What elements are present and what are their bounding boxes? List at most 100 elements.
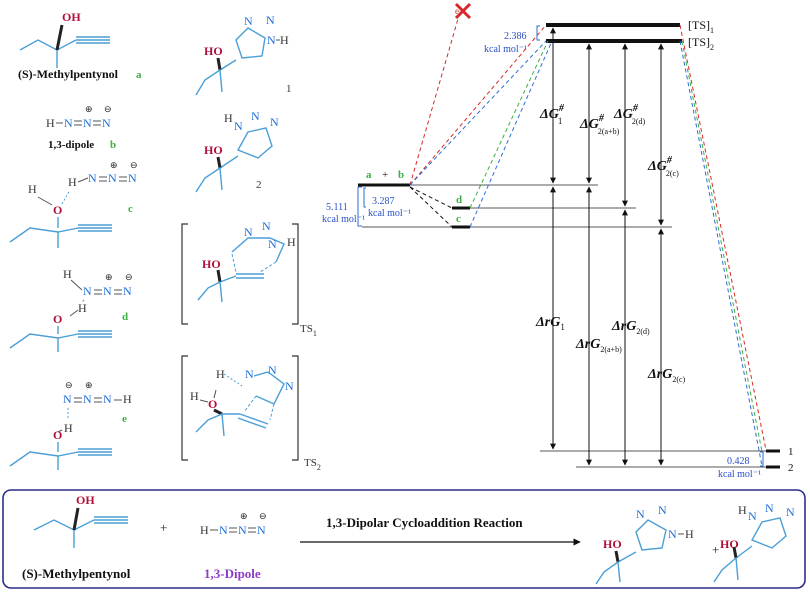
ts1-label: [TS]1 <box>688 18 714 35</box>
svg-text:HO: HO <box>202 257 221 271</box>
value-5111: 5.111 <box>326 202 348 213</box>
svg-text:H: H <box>123 392 132 406</box>
ts2-structure: H N N N H O TS2 <box>181 355 321 472</box>
svg-text:e: e <box>455 6 459 16</box>
molecule-a-tag: a <box>136 69 142 81</box>
ts1-tag: TS1 <box>300 323 317 338</box>
svg-text:+: + <box>160 520 167 535</box>
reactant2-name: 1,3-Dipole <box>204 566 261 581</box>
svg-text:N: N <box>268 363 277 377</box>
svg-text:⊕: ⊕ <box>110 160 118 170</box>
svg-text:N: N <box>257 523 266 537</box>
svg-text:N: N <box>267 33 276 47</box>
svg-text:N: N <box>64 116 73 130</box>
svg-text:N: N <box>103 284 112 298</box>
molecule-b: H N N N ⊕ ⊖ 1,3-dipole b <box>46 104 116 151</box>
ts2-label: [TS]2 <box>688 35 714 52</box>
svg-text:N: N <box>658 503 667 517</box>
svg-text:O: O <box>53 428 62 442</box>
svg-text:⊖: ⊖ <box>65 380 73 390</box>
svg-text:+: + <box>712 542 719 557</box>
blocked-path-x-icon <box>454 2 472 20</box>
svg-text:N: N <box>270 115 279 129</box>
svg-text:N: N <box>63 392 72 406</box>
molecule-a: OH (S)-Methylpentynol a <box>18 10 142 81</box>
svg-text:H: H <box>216 367 225 381</box>
svg-text:HO: HO <box>720 537 739 551</box>
svg-text:H: H <box>685 527 694 541</box>
svg-text:OH: OH <box>76 493 95 507</box>
molecule-c: H O H N N N ⊕ ⊖ c <box>9 160 138 248</box>
svg-text:H: H <box>280 33 289 47</box>
svg-text:N: N <box>128 171 137 185</box>
svg-text:N: N <box>636 507 645 521</box>
svg-text:N: N <box>245 367 254 381</box>
svg-text:N: N <box>244 225 253 239</box>
svg-text:N: N <box>238 523 247 537</box>
svg-text:O: O <box>53 203 62 217</box>
svg-text:H: H <box>190 389 199 403</box>
drG2d-label: ΔrG2(d) <box>611 319 650 336</box>
svg-text:⊖: ⊖ <box>125 272 133 282</box>
reactant1-name: (S)-Methylpentynol <box>22 566 131 581</box>
svg-text:H: H <box>224 111 233 125</box>
svg-text:HO: HO <box>603 537 622 551</box>
svg-text:OH: OH <box>62 10 81 24</box>
svg-text:a: a <box>366 169 372 181</box>
value-3287: 3.287 <box>372 196 395 207</box>
product-1-tag: 1 <box>286 83 292 95</box>
svg-text:1: 1 <box>788 446 794 458</box>
svg-text:H: H <box>68 175 77 189</box>
svg-text:N: N <box>765 501 774 515</box>
molecule-e-tag: e <box>122 413 127 425</box>
molecule-d-tag: d <box>122 311 128 323</box>
svg-text:N: N <box>108 171 117 185</box>
svg-text:N: N <box>219 523 228 537</box>
svg-text:N: N <box>262 219 271 233</box>
reaction-title: 1,3-Dipolar Cycloaddition Reaction <box>326 515 523 530</box>
product-1-structure: N N N H HO 1 <box>195 13 292 96</box>
molecule-d: H N N N ⊕ ⊖ H O d <box>9 267 133 352</box>
svg-text:N: N <box>103 392 112 406</box>
svg-text:N: N <box>83 392 92 406</box>
product-2-tag: 2 <box>256 179 262 191</box>
svg-text:⊖: ⊖ <box>130 160 138 170</box>
svg-text:kcal mol⁻¹: kcal mol⁻¹ <box>718 469 761 480</box>
svg-text:+: + <box>382 169 388 181</box>
svg-text:2: 2 <box>788 462 794 474</box>
svg-text:N: N <box>268 237 277 251</box>
svg-text:⊖: ⊖ <box>259 511 267 521</box>
svg-text:O: O <box>208 397 217 411</box>
svg-text:HO: HO <box>204 44 223 58</box>
svg-text:N: N <box>102 116 111 130</box>
svg-text:N: N <box>668 527 677 541</box>
energy-diagram: a + b d c [TS]1 [TS]2 e <box>322 2 794 480</box>
svg-text:N: N <box>123 284 132 298</box>
dG2ab-label: ΔG#2(a+b) <box>579 113 620 136</box>
svg-text:N: N <box>786 505 795 519</box>
svg-text:b: b <box>398 169 404 181</box>
reaction-scheme-box: OH (S)-Methylpentynol + H N N N ⊕ ⊖ 1,3-… <box>2 489 806 589</box>
svg-text:HO: HO <box>204 143 223 157</box>
svg-text:kcal mol⁻¹: kcal mol⁻¹ <box>368 208 411 219</box>
product-2-structure: N H N N HO 2 <box>195 109 279 193</box>
svg-text:⊕: ⊕ <box>105 272 113 282</box>
svg-text:H: H <box>64 421 73 435</box>
svg-text:H: H <box>63 267 72 281</box>
svg-text:⊕: ⊕ <box>85 380 93 390</box>
svg-text:H: H <box>287 235 296 249</box>
svg-text:⊖: ⊖ <box>104 104 112 114</box>
svg-text:H: H <box>738 503 747 517</box>
molecule-e: N N N H ⊖ ⊕ H O e <box>9 380 132 470</box>
svg-text:⊕: ⊕ <box>240 511 248 521</box>
svg-text:kcal mol⁻¹: kcal mol⁻¹ <box>484 44 527 55</box>
svg-text:kcal mol⁻¹: kcal mol⁻¹ <box>322 214 365 225</box>
ts2-tag: TS2 <box>304 457 321 472</box>
dG2d-label: ΔG#2(d) <box>613 103 646 126</box>
molecule-c-tag: c <box>128 203 133 215</box>
dG2c-label: ΔG#2(c) <box>647 155 679 178</box>
svg-text:H: H <box>78 301 87 315</box>
value-2386: 2.386 <box>504 31 527 42</box>
svg-text:N: N <box>88 171 97 185</box>
svg-text:O: O <box>53 312 62 326</box>
